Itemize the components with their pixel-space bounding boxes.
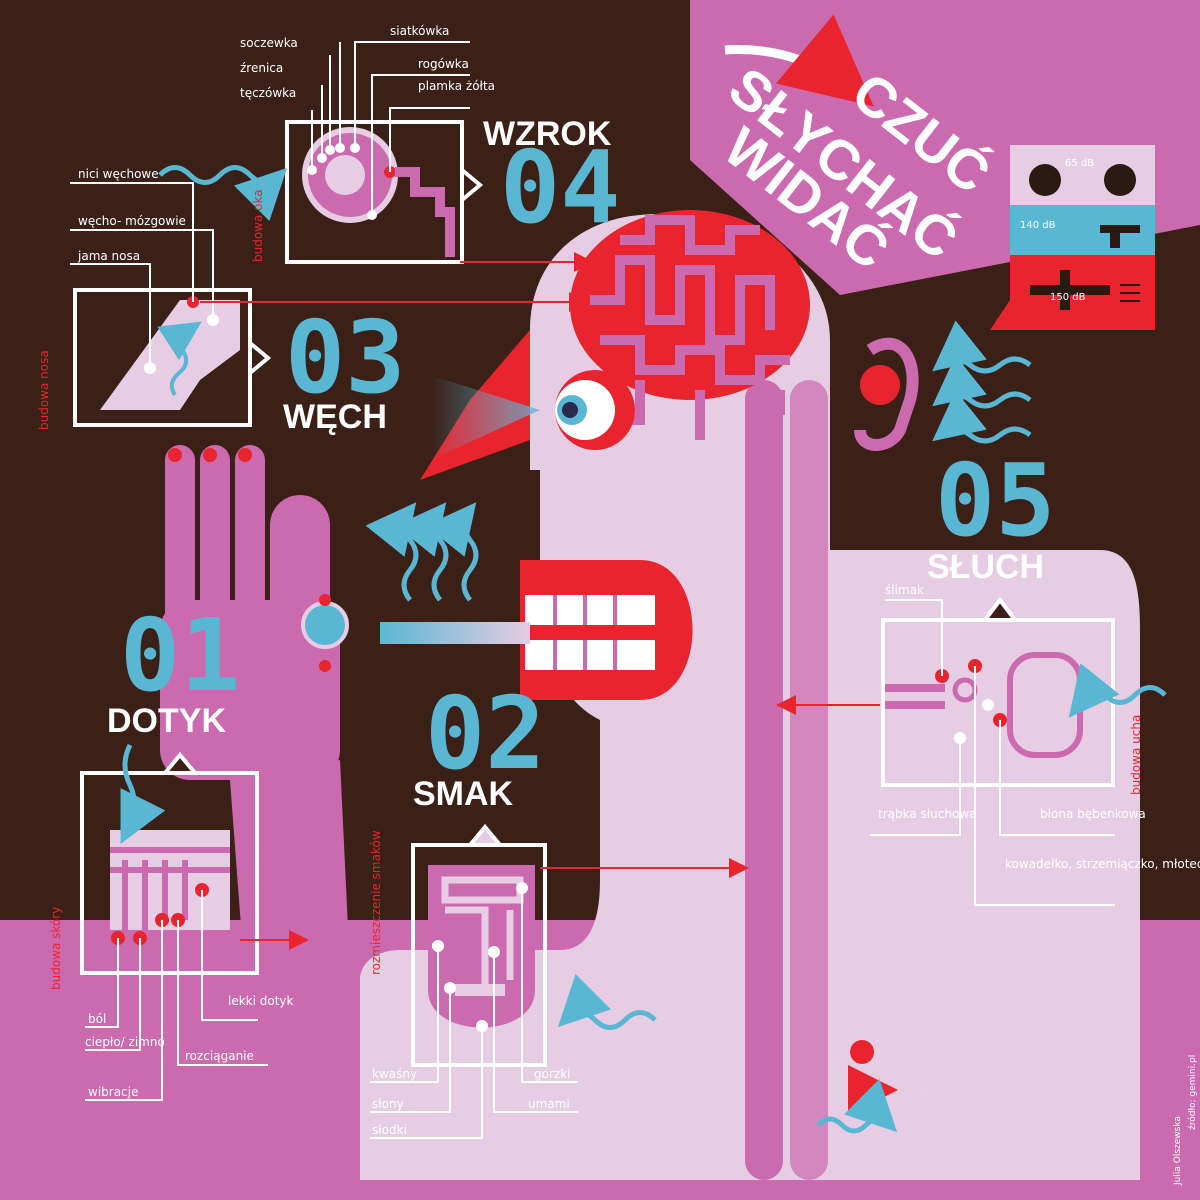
nose-label-bulb: węcho- mózgowie [78,214,186,228]
brain [570,210,810,440]
loudness-scale: 65 dB 140 dB 150 dB [990,145,1155,330]
credit-source: źródło: gemini.pl [1187,1055,1198,1130]
skin-label-light-touch: lekki dotyk [228,994,294,1008]
airplane-icon [1030,270,1110,310]
ear-label-eardrum: błona bębenkowa [1040,807,1146,821]
taste-label-salty: słony [372,1097,404,1111]
skin-label-vibration: wibracje [88,1085,138,1099]
touch-box: ból ciepło/ zimno wibracje rozciąganie l… [49,597,309,1101]
loudness-low: 65 dB [1065,158,1094,169]
legend-impulse: impuls [905,1084,948,1099]
taste-label-sour: kwaśny [372,1067,417,1081]
eye [555,370,635,450]
eye-structure-label: budowa oka [251,189,265,262]
taste-title: SMAK [413,775,514,813]
taste-number: 02 [425,675,545,792]
taste-label-sweet: słodki [372,1123,407,1137]
nose-label-threads: nici węchowe [78,167,159,181]
hand [160,445,360,1180]
speaker-head-icon-2 [1104,164,1136,196]
skin-label-pain: ból [88,1012,106,1026]
legend-receptor-marker [850,1040,874,1064]
hearing-title: SŁUCH [927,548,1044,586]
ear-label-ossicles: kowadełko, strzemiączko, młoteczek [1005,857,1200,871]
eye-label-iris: tęczówka [240,86,296,100]
sight-box: soczewka źrenica tęczówka siatkówka rogó… [158,24,620,272]
eye-label-lens: soczewka [240,36,298,50]
ear-structure-label: budowa ucha [1129,715,1143,795]
smell-title: WĘCH [283,398,387,436]
ear [854,337,919,451]
eye-label-retina: siatkówka [390,24,449,38]
mouth [380,560,693,700]
touch-number: 01 [120,597,240,714]
sight-title: WZROK [483,115,612,153]
legend-receptor: receptor [905,1046,961,1061]
spinal-cord [745,380,783,1180]
sight-number: 04 [500,129,620,246]
eye-label-macula: plamka żółta [418,79,495,93]
credit-author: Julia Olszewska [1173,1116,1183,1186]
credits: Julia Olszewska źródło: gemini.pl [1173,1055,1198,1186]
ear-label-cochlea: ślimak [885,583,924,597]
legend-stimulus-marker [816,1079,898,1134]
nose-label-cavity: jama nosa [77,249,140,263]
eye-label-pupil: źrenica [240,61,283,75]
spinal-cord-2 [790,380,828,1180]
skin-label-stretch: rozciąganie [185,1049,254,1063]
hearing-number: 05 [935,442,1055,559]
loudness-high: 150 dB [1050,292,1086,303]
loudness-mid: 140 dB [1020,220,1056,231]
legend-stimulus: bodziec [905,1120,955,1135]
taste-label-umami: umami [528,1097,570,1111]
gun-icon [1100,225,1140,248]
ear-label-eustachian: trąbka słuchowa [878,807,977,821]
smell-box: nici węchowe węcho- mózgowie jama nosa b… [37,167,589,436]
hearing-box: ślimak trąbka słuchowa błona bębenkowa k… [776,442,1200,906]
smell-waves [365,502,479,602]
ear-sound-waves [932,320,1032,444]
skin-label-temp: ciepło/ zimno [85,1035,165,1049]
skin-structure-label: budowa skóry [49,907,63,990]
eye-label-cornea: rogówka [418,57,469,71]
taste-label-bitter: gorzki [534,1067,570,1081]
taste-beam [380,622,530,644]
legend: receptor impuls bodziec [816,1040,961,1135]
headline-arrow [724,14,874,107]
smell-number: 03 [285,299,405,416]
taste-structure-label: rozmieszczenie smaków [369,830,383,975]
nose-structure-label: budowa nosa [37,350,51,430]
vision-beam [430,375,540,460]
speaker-head-icon [1029,164,1061,196]
taste-box: kwaśny słony słodki gorzki umami rozmies… [369,675,749,1139]
touch-title: DOTYK [107,702,226,740]
